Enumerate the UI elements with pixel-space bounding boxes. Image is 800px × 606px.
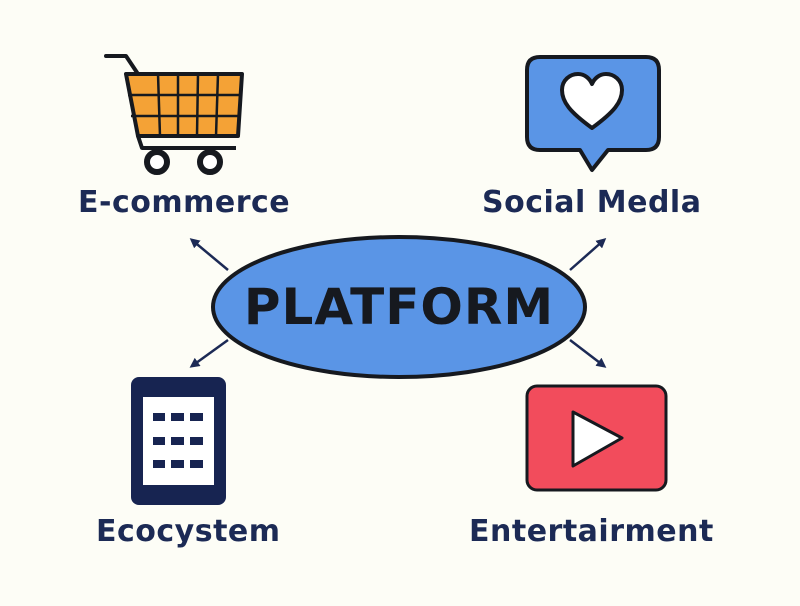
heart-speech-bubble-icon: [525, 55, 661, 172]
ecommerce-label: E-commerce: [78, 185, 291, 220]
arrow-to-ecommerce: [189, 238, 229, 271]
arrow-to-entertainment: [569, 339, 607, 368]
arrow-to-ecosystem: [189, 338, 229, 368]
social-media-label: Social Medla: [482, 185, 702, 220]
platform-label: PLATFORM: [243, 278, 555, 336]
platform-ellipse: [211, 235, 587, 379]
entertainment-label: Entertairment: [469, 514, 714, 549]
arrow-to-social: [569, 238, 607, 271]
video-play-icon: [525, 384, 668, 492]
ecosystem-label: Ecocystem: [96, 514, 281, 549]
shopping-cart-icon: [104, 54, 244, 175]
app-grid-tablet-icon: [131, 377, 226, 505]
